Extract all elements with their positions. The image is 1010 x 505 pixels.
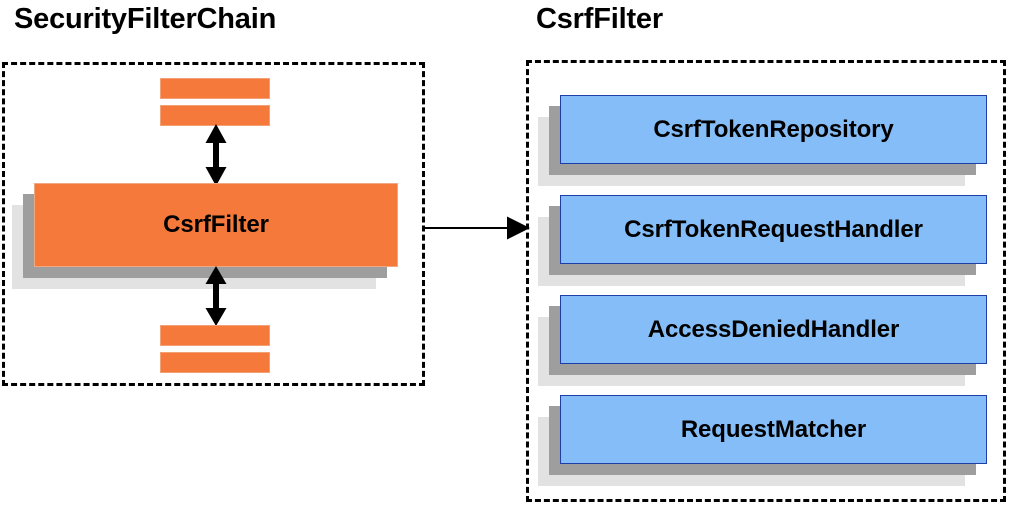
component-card-csrf-token-request-handler[interactable]: CsrfTokenRequestHandler <box>538 195 987 286</box>
csrf-filter-face: CsrfFilter <box>34 183 398 267</box>
component-label: AccessDeniedHandler <box>647 315 900 343</box>
page-title-csrf-filter: CsrfFilter <box>536 3 663 35</box>
csrf-filter-label: CsrfFilter <box>163 211 269 238</box>
filter-bar-bottom-2 <box>160 352 270 373</box>
arrow-left-to-right <box>423 215 533 241</box>
component-face: CsrfTokenRequestHandler <box>560 195 987 264</box>
csrf-filter-container <box>526 60 1006 502</box>
csrf-filter-card[interactable]: CsrfFilter <box>12 183 398 289</box>
page-title-security-filter-chain: SecurityFilterChain <box>14 3 277 35</box>
security-filter-chain-container <box>2 62 425 386</box>
component-face: AccessDeniedHandler <box>560 295 987 364</box>
filter-bar-top-2 <box>160 105 270 126</box>
arrow-up-down-top <box>203 124 229 186</box>
arrow-up-down-bottom <box>203 266 229 326</box>
component-card-access-denied-handler[interactable]: AccessDeniedHandler <box>538 295 987 386</box>
component-card-request-matcher[interactable]: RequestMatcher <box>538 395 987 486</box>
component-label: CsrfTokenRequestHandler <box>624 215 923 243</box>
component-card-csrf-token-repository[interactable]: CsrfTokenRepository <box>538 95 987 186</box>
filter-bar-bottom-1 <box>160 325 270 346</box>
component-face: RequestMatcher <box>560 395 987 464</box>
component-label: RequestMatcher <box>680 415 867 443</box>
component-label: CsrfTokenRepository <box>653 115 894 143</box>
component-face: CsrfTokenRepository <box>560 95 987 164</box>
filter-bar-top-1 <box>160 78 270 99</box>
